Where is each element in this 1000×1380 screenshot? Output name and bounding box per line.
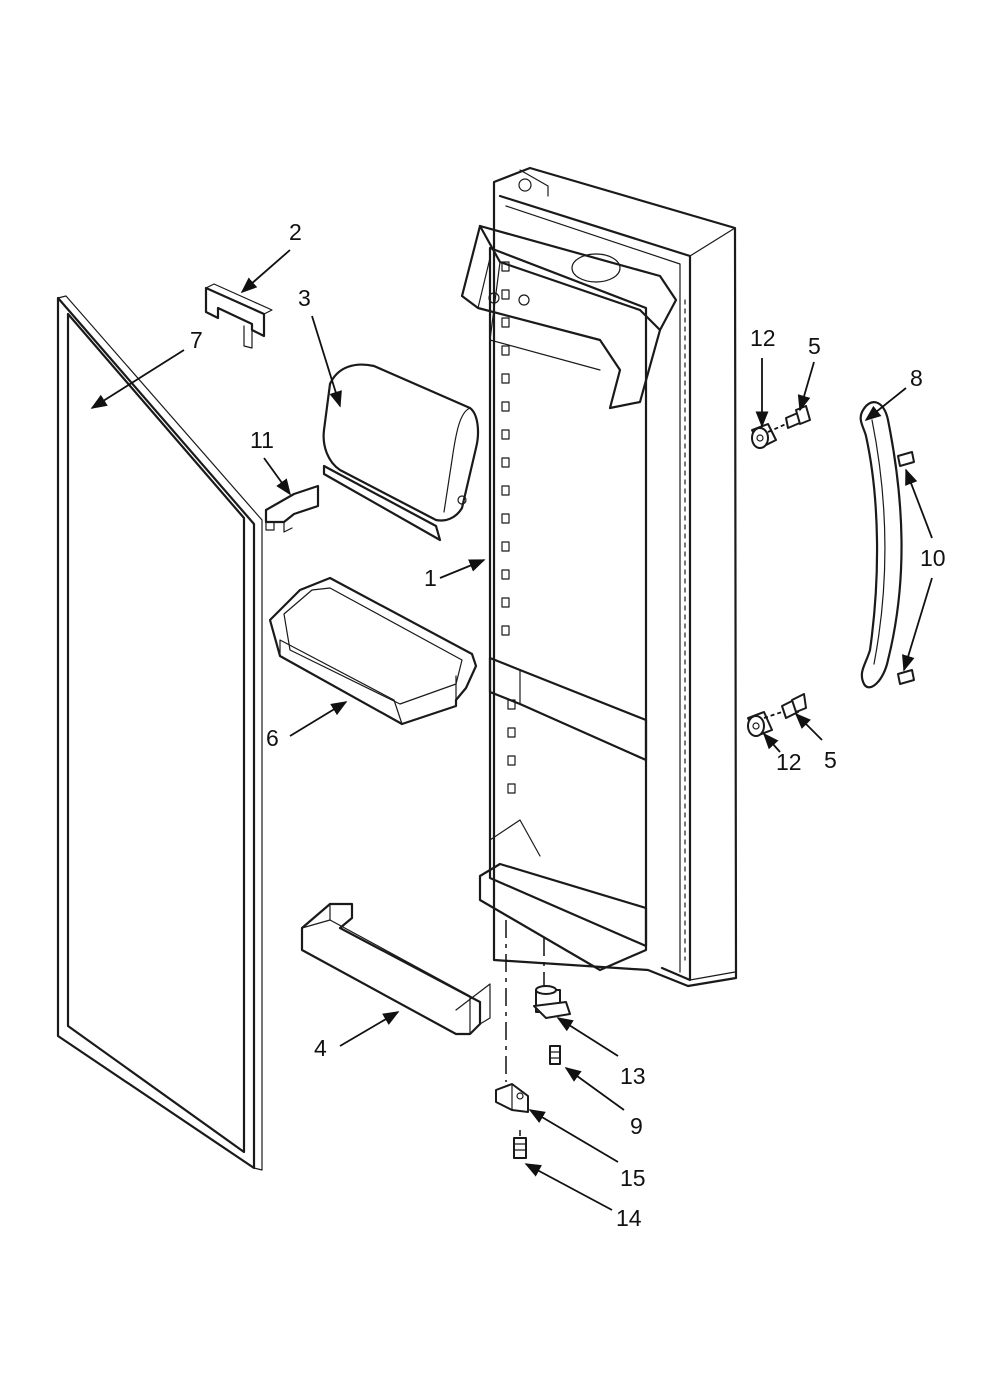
lower-shelf <box>300 902 491 1036</box>
door-gasket <box>56 295 263 1171</box>
callout-6: 6 <box>266 725 279 751</box>
callout-1: 1 <box>424 565 437 591</box>
callout-8: 8 <box>910 365 923 391</box>
dairy-cover <box>322 363 480 542</box>
callout-2: 2 <box>289 219 302 245</box>
leader-lines <box>90 249 933 1211</box>
handle-spacers <box>747 423 777 737</box>
callout-12-top: 12 <box>750 325 776 351</box>
handle-bolts <box>763 405 811 719</box>
callout-5-bottom: 5 <box>824 747 837 773</box>
callout-7: 7 <box>190 327 203 353</box>
callout-labels: 2 3 7 11 1 6 4 12 5 8 10 5 12 13 9 15 14 <box>190 219 946 1231</box>
door-bin <box>268 576 478 726</box>
door-handle <box>859 401 903 689</box>
callout-10: 10 <box>920 545 946 571</box>
callout-3: 3 <box>298 285 311 311</box>
callout-13: 13 <box>620 1063 646 1089</box>
shelf-bumps <box>501 261 516 794</box>
callout-4: 4 <box>314 1035 327 1061</box>
small-bracket <box>264 484 320 533</box>
lower-hinge-parts <box>495 920 571 1159</box>
clip-part <box>204 283 273 349</box>
door-liner <box>460 166 738 988</box>
callout-14: 14 <box>616 1205 642 1231</box>
callout-9: 9 <box>630 1113 643 1139</box>
callout-5-top: 5 <box>808 333 821 359</box>
callout-15: 15 <box>620 1165 646 1191</box>
callout-11: 11 <box>250 427 274 453</box>
callout-12-bottom: 12 <box>776 749 802 775</box>
